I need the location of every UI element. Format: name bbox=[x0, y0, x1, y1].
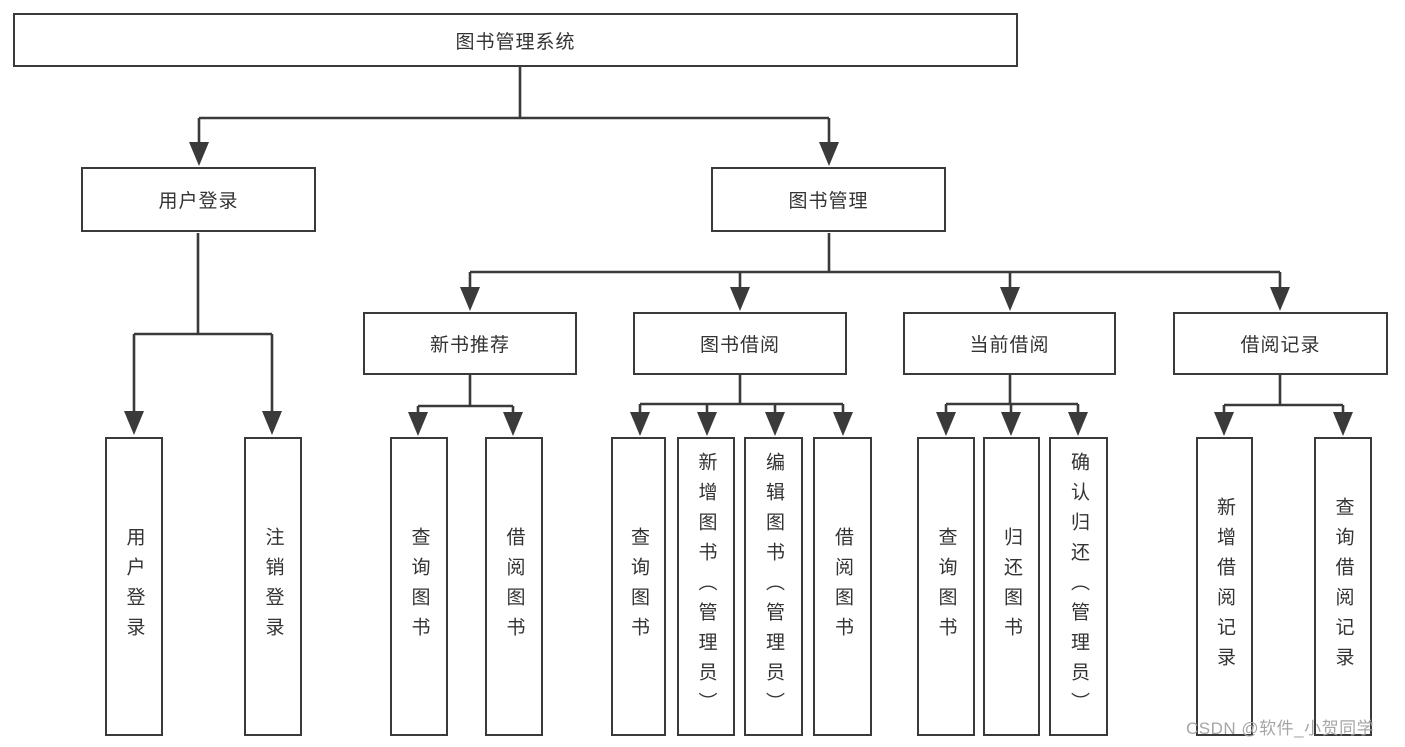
node-current-borrowing-label: 当前借阅 bbox=[969, 335, 1050, 356]
arrowheads bbox=[124, 142, 1353, 436]
arrowhead-icon bbox=[936, 412, 956, 436]
arrowhead-icon bbox=[1000, 287, 1020, 311]
arrowhead-icon bbox=[730, 287, 750, 311]
arrowhead-icon bbox=[460, 287, 480, 311]
connector-paths bbox=[132, 67, 1345, 415]
node-current-borrowing: 当前借阅 bbox=[903, 312, 1116, 375]
arrowhead-icon bbox=[262, 411, 282, 435]
arrowhead-icon bbox=[697, 412, 717, 436]
leaf-query-books-borrowing-label: 查询图书 bbox=[628, 526, 649, 647]
leaf-user-login-label: 用户登录 bbox=[123, 526, 145, 647]
arrowhead-icon bbox=[630, 412, 650, 436]
node-book-borrowing: 图书借阅 bbox=[633, 312, 847, 375]
node-book-borrowing-label: 图书借阅 bbox=[699, 335, 780, 356]
arrowhead-icon bbox=[833, 412, 853, 436]
arrowhead-icon bbox=[503, 412, 523, 436]
leaf-return-books: 归还图书 bbox=[983, 437, 1040, 736]
node-user-login: 用户登录 bbox=[81, 167, 316, 232]
leaf-query-books-current-label: 查询图书 bbox=[935, 526, 957, 647]
arrowhead-icon bbox=[1001, 412, 1021, 436]
leaf-edit-book-admin-label: 编辑图书（管理员） bbox=[763, 451, 784, 722]
watermark: CSDN @软件_小贺同学 bbox=[1186, 719, 1375, 738]
node-root: 图书管理系统 bbox=[13, 13, 1018, 67]
leaf-add-book-admin-label: 新增图书（管理员） bbox=[695, 451, 717, 722]
arrowhead-icon bbox=[819, 142, 839, 166]
node-new-book-recommend-label: 新书推荐 bbox=[429, 335, 510, 356]
leaf-query-books-recommend: 查询图书 bbox=[390, 437, 448, 736]
leaf-query-borrow-record: 查询借阅记录 bbox=[1314, 437, 1372, 736]
leaf-confirm-return-admin-label: 确认归还（管理员） bbox=[1068, 451, 1089, 722]
leaf-add-book-admin: 新增图书（管理员） bbox=[677, 437, 735, 736]
leaf-logout: 注销登录 bbox=[244, 437, 302, 736]
node-root-label: 图书管理系统 bbox=[455, 31, 576, 53]
arrowhead-icon bbox=[1270, 287, 1290, 311]
arrowhead-icon bbox=[765, 412, 785, 436]
node-user-login-label: 用户登录 bbox=[158, 191, 239, 212]
arrowhead-icon bbox=[124, 411, 144, 435]
leaf-add-borrow-record-label: 新增借阅记录 bbox=[1214, 496, 1235, 677]
leaf-confirm-return-admin: 确认归还（管理员） bbox=[1049, 437, 1108, 736]
leaf-add-borrow-record: 新增借阅记录 bbox=[1196, 437, 1253, 736]
leaf-query-books-borrowing: 查询图书 bbox=[611, 437, 666, 736]
leaf-borrow-books-borrowing-label: 借阅图书 bbox=[832, 526, 853, 647]
leaf-return-books-label: 归还图书 bbox=[1001, 526, 1022, 647]
leaf-query-books-recommend-label: 查询图书 bbox=[408, 526, 430, 647]
leaf-user-login: 用户登录 bbox=[105, 437, 163, 736]
arrowhead-icon bbox=[1214, 412, 1234, 436]
leaf-borrow-books-recommend: 借阅图书 bbox=[485, 437, 543, 736]
leaf-query-books-current: 查询图书 bbox=[917, 437, 975, 736]
arrowhead-icon bbox=[408, 412, 428, 436]
leaf-logout-label: 注销登录 bbox=[262, 526, 284, 647]
node-borrowing-records-label: 借阅记录 bbox=[1240, 335, 1321, 356]
node-new-book-recommend: 新书推荐 bbox=[363, 312, 577, 375]
node-book-management: 图书管理 bbox=[711, 167, 946, 232]
node-borrowing-records: 借阅记录 bbox=[1173, 312, 1388, 375]
leaf-edit-book-admin: 编辑图书（管理员） bbox=[744, 437, 803, 736]
leaf-borrow-books-recommend-label: 借阅图书 bbox=[503, 526, 525, 647]
leaf-query-borrow-record-label: 查询借阅记录 bbox=[1332, 496, 1354, 677]
leaf-borrow-books-borrowing: 借阅图书 bbox=[813, 437, 872, 736]
node-book-management-label: 图书管理 bbox=[788, 191, 869, 212]
arrowhead-icon bbox=[1333, 412, 1353, 436]
arrowhead-icon bbox=[1068, 412, 1088, 436]
arrowhead-icon bbox=[189, 142, 209, 166]
